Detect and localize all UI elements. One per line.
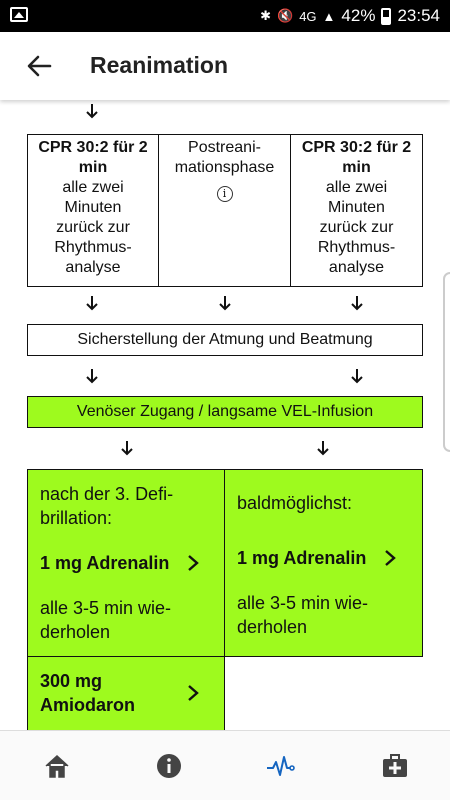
network-type-label: 4G xyxy=(299,8,317,24)
page-title: Reanimation xyxy=(90,52,229,78)
back-arrow-icon[interactable] xyxy=(22,48,58,84)
left-adrenalin-box: nach der 3. Defi-brillation: 1 mg Adrena… xyxy=(27,469,225,657)
battery-percent: 42% xyxy=(341,6,376,25)
home-icon[interactable] xyxy=(42,751,72,781)
signal-icon: ▲ xyxy=(322,8,336,24)
chevron-right-icon xyxy=(188,555,199,571)
cpr-left-box: CPR 30:2 für 2 min alle zwei Minuten zur… xyxy=(27,134,159,287)
down-arrow-icon xyxy=(351,369,363,384)
bluetooth-icon: ✱ xyxy=(260,8,272,23)
right-adrenalin-label: 1 mg Adrenalin xyxy=(237,548,367,568)
right-adrenalin-link[interactable]: 1 mg Adrenalin xyxy=(237,546,412,572)
cpr-right-title: CPR 30:2 für 2 min xyxy=(301,139,412,176)
left-adrenalin-link[interactable]: 1 mg Adrenalin xyxy=(40,551,215,577)
right-adrenalin-intro: baldmöglichst: xyxy=(237,493,353,513)
breathing-box: Sicherstellung der Atmung und Beatmung xyxy=(27,324,423,356)
clock: 23:54 xyxy=(397,6,440,25)
heartbeat-icon[interactable] xyxy=(266,751,296,781)
status-bar: ✱ 🔇 4G ▲ 42% 23:54 xyxy=(0,0,450,32)
info-circle-icon[interactable]: i xyxy=(216,186,233,202)
down-arrow-icon xyxy=(86,296,98,311)
app-bar: Reanimation xyxy=(0,32,450,100)
cpr-right-text: alle zwei Minuten zurück zur Rhythmus-an… xyxy=(317,179,396,276)
left-adrenalin-label: 1 mg Adrenalin xyxy=(40,553,170,573)
battery-icon xyxy=(381,7,392,25)
down-arrow-icon xyxy=(86,104,98,119)
chevron-right-icon xyxy=(385,550,396,566)
down-arrow-icon xyxy=(219,296,231,311)
mute-icon: 🔇 xyxy=(277,8,294,23)
down-arrow-icon xyxy=(121,441,133,456)
left-adrenalin-intro: nach der 3. Defi-brillation: xyxy=(40,484,174,528)
first-aid-kit-icon[interactable] xyxy=(380,751,410,781)
scroll-indicator[interactable] xyxy=(443,272,450,452)
bottom-navigation xyxy=(0,730,450,800)
gallery-notification-icon xyxy=(10,7,28,22)
down-arrow-icon xyxy=(317,441,329,456)
venous-access-box: Venöser Zugang / langsame VEL-Infusion xyxy=(27,396,423,428)
down-arrow-icon xyxy=(351,296,363,311)
right-adrenalin-repeat: alle 3-5 min wie-derholen xyxy=(237,593,369,637)
post-reanimation-text: Postreani-mationsphase xyxy=(174,139,275,176)
left-adrenalin-repeat: alle 3-5 min wie-derholen xyxy=(40,598,172,642)
chevron-right-icon xyxy=(188,685,199,701)
post-reanimation-box[interactable]: Postreani-mationsphase i xyxy=(158,134,291,287)
info-icon[interactable] xyxy=(154,751,184,781)
cpr-left-title: CPR 30:2 für 2 min xyxy=(38,139,148,176)
amiodaron-label: 300 mg Amiodaron xyxy=(40,671,136,715)
right-adrenalin-box: baldmöglichst: 1 mg Adrenalin alle 3-5 m… xyxy=(224,469,423,657)
down-arrow-icon xyxy=(86,369,98,384)
flowchart: CPR 30:2 für 2 min alle zwei Minuten zur… xyxy=(0,100,450,730)
cpr-right-box: CPR 30:2 für 2 min alle zwei Minuten zur… xyxy=(290,134,423,287)
amiodaron-box[interactable]: 300 mg Amiodaron xyxy=(27,656,225,730)
cpr-left-text: alle zwei Minuten zurück zur Rhythmus-an… xyxy=(54,179,132,276)
